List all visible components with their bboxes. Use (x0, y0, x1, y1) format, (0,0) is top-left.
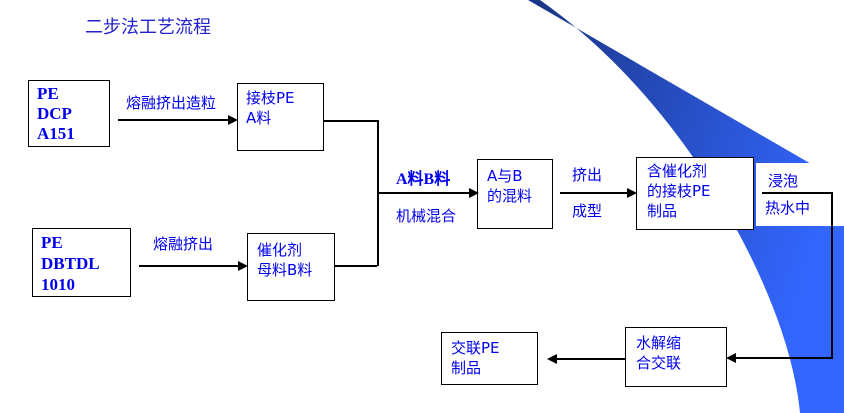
hydrolysis-crosslink-box: 水解缩 合交联 (625, 327, 727, 387)
soak-label: 浸泡 (768, 172, 799, 190)
graft-pe-a-box: 接枝PE A料 (237, 83, 324, 151)
box-text: 制品 (647, 202, 678, 220)
connector-line (324, 120, 377, 122)
box-text: A与B (487, 167, 523, 185)
raw-materials-a-box: PE DCP A151 (28, 80, 110, 147)
graft-pe-product-box: 含催化剂 的接枝PE 制品 (636, 157, 754, 230)
box-text: 合交联 (636, 354, 682, 372)
box-text: 催化剂 (257, 241, 303, 259)
arrowhead-icon (726, 353, 736, 363)
box-text: 的接枝PE (647, 182, 711, 200)
connector-line (762, 192, 832, 194)
arrowhead-icon (547, 354, 557, 364)
connector-line (831, 192, 833, 359)
arrow-line (557, 358, 625, 360)
box-text: 制品 (451, 359, 482, 377)
raw-materials-b-box: PE DBTDL 1010 (32, 228, 131, 297)
box-text: A料 (246, 109, 272, 127)
page-title: 二步法工艺流程 (85, 17, 211, 38)
box-text: DCP (37, 104, 72, 123)
arrow-line (118, 119, 228, 121)
arrowhead-icon (228, 115, 238, 125)
box-text: DBTDL (41, 254, 100, 273)
extrude-label: 挤出 (572, 166, 603, 184)
arrow-line (139, 265, 238, 267)
hot-water-label: 热水中 (765, 199, 811, 217)
mechanical-mix-label: 机械混合 (396, 207, 457, 225)
melt-pelletize-label: 熔融挤出造粒 (126, 94, 217, 112)
arrow-line (560, 192, 627, 194)
box-text: 含催化剂 (647, 162, 708, 180)
arrowhead-icon (627, 188, 637, 198)
box-text: PE (41, 233, 63, 252)
catalyst-masterbatch-b-box: 催化剂 母料B料 (247, 233, 335, 301)
arrowhead-icon (469, 188, 479, 198)
box-text: 母料B料 (257, 261, 313, 279)
ab-material-label: A料B料 (396, 171, 451, 188)
box-text: PE (37, 84, 59, 103)
box-text: 接枝PE (246, 89, 295, 107)
box-text: 1010 (41, 275, 75, 294)
box-text: A151 (37, 124, 75, 143)
melt-extrude-label: 熔融挤出 (153, 235, 214, 253)
box-text: 交联PE (451, 339, 500, 357)
arrow-line (735, 357, 831, 359)
ab-mix-box: A与B 的混料 (477, 159, 553, 229)
connector-line (335, 265, 377, 267)
crosslinked-pe-product-box: 交联PE 制品 (441, 332, 538, 385)
form-label: 成型 (572, 202, 603, 220)
arrow-line (377, 192, 469, 194)
box-text: 的混料 (487, 187, 533, 205)
arrowhead-icon (238, 261, 248, 271)
hot-water-label-bg (756, 163, 844, 226)
box-text: 水解缩 (636, 334, 682, 352)
